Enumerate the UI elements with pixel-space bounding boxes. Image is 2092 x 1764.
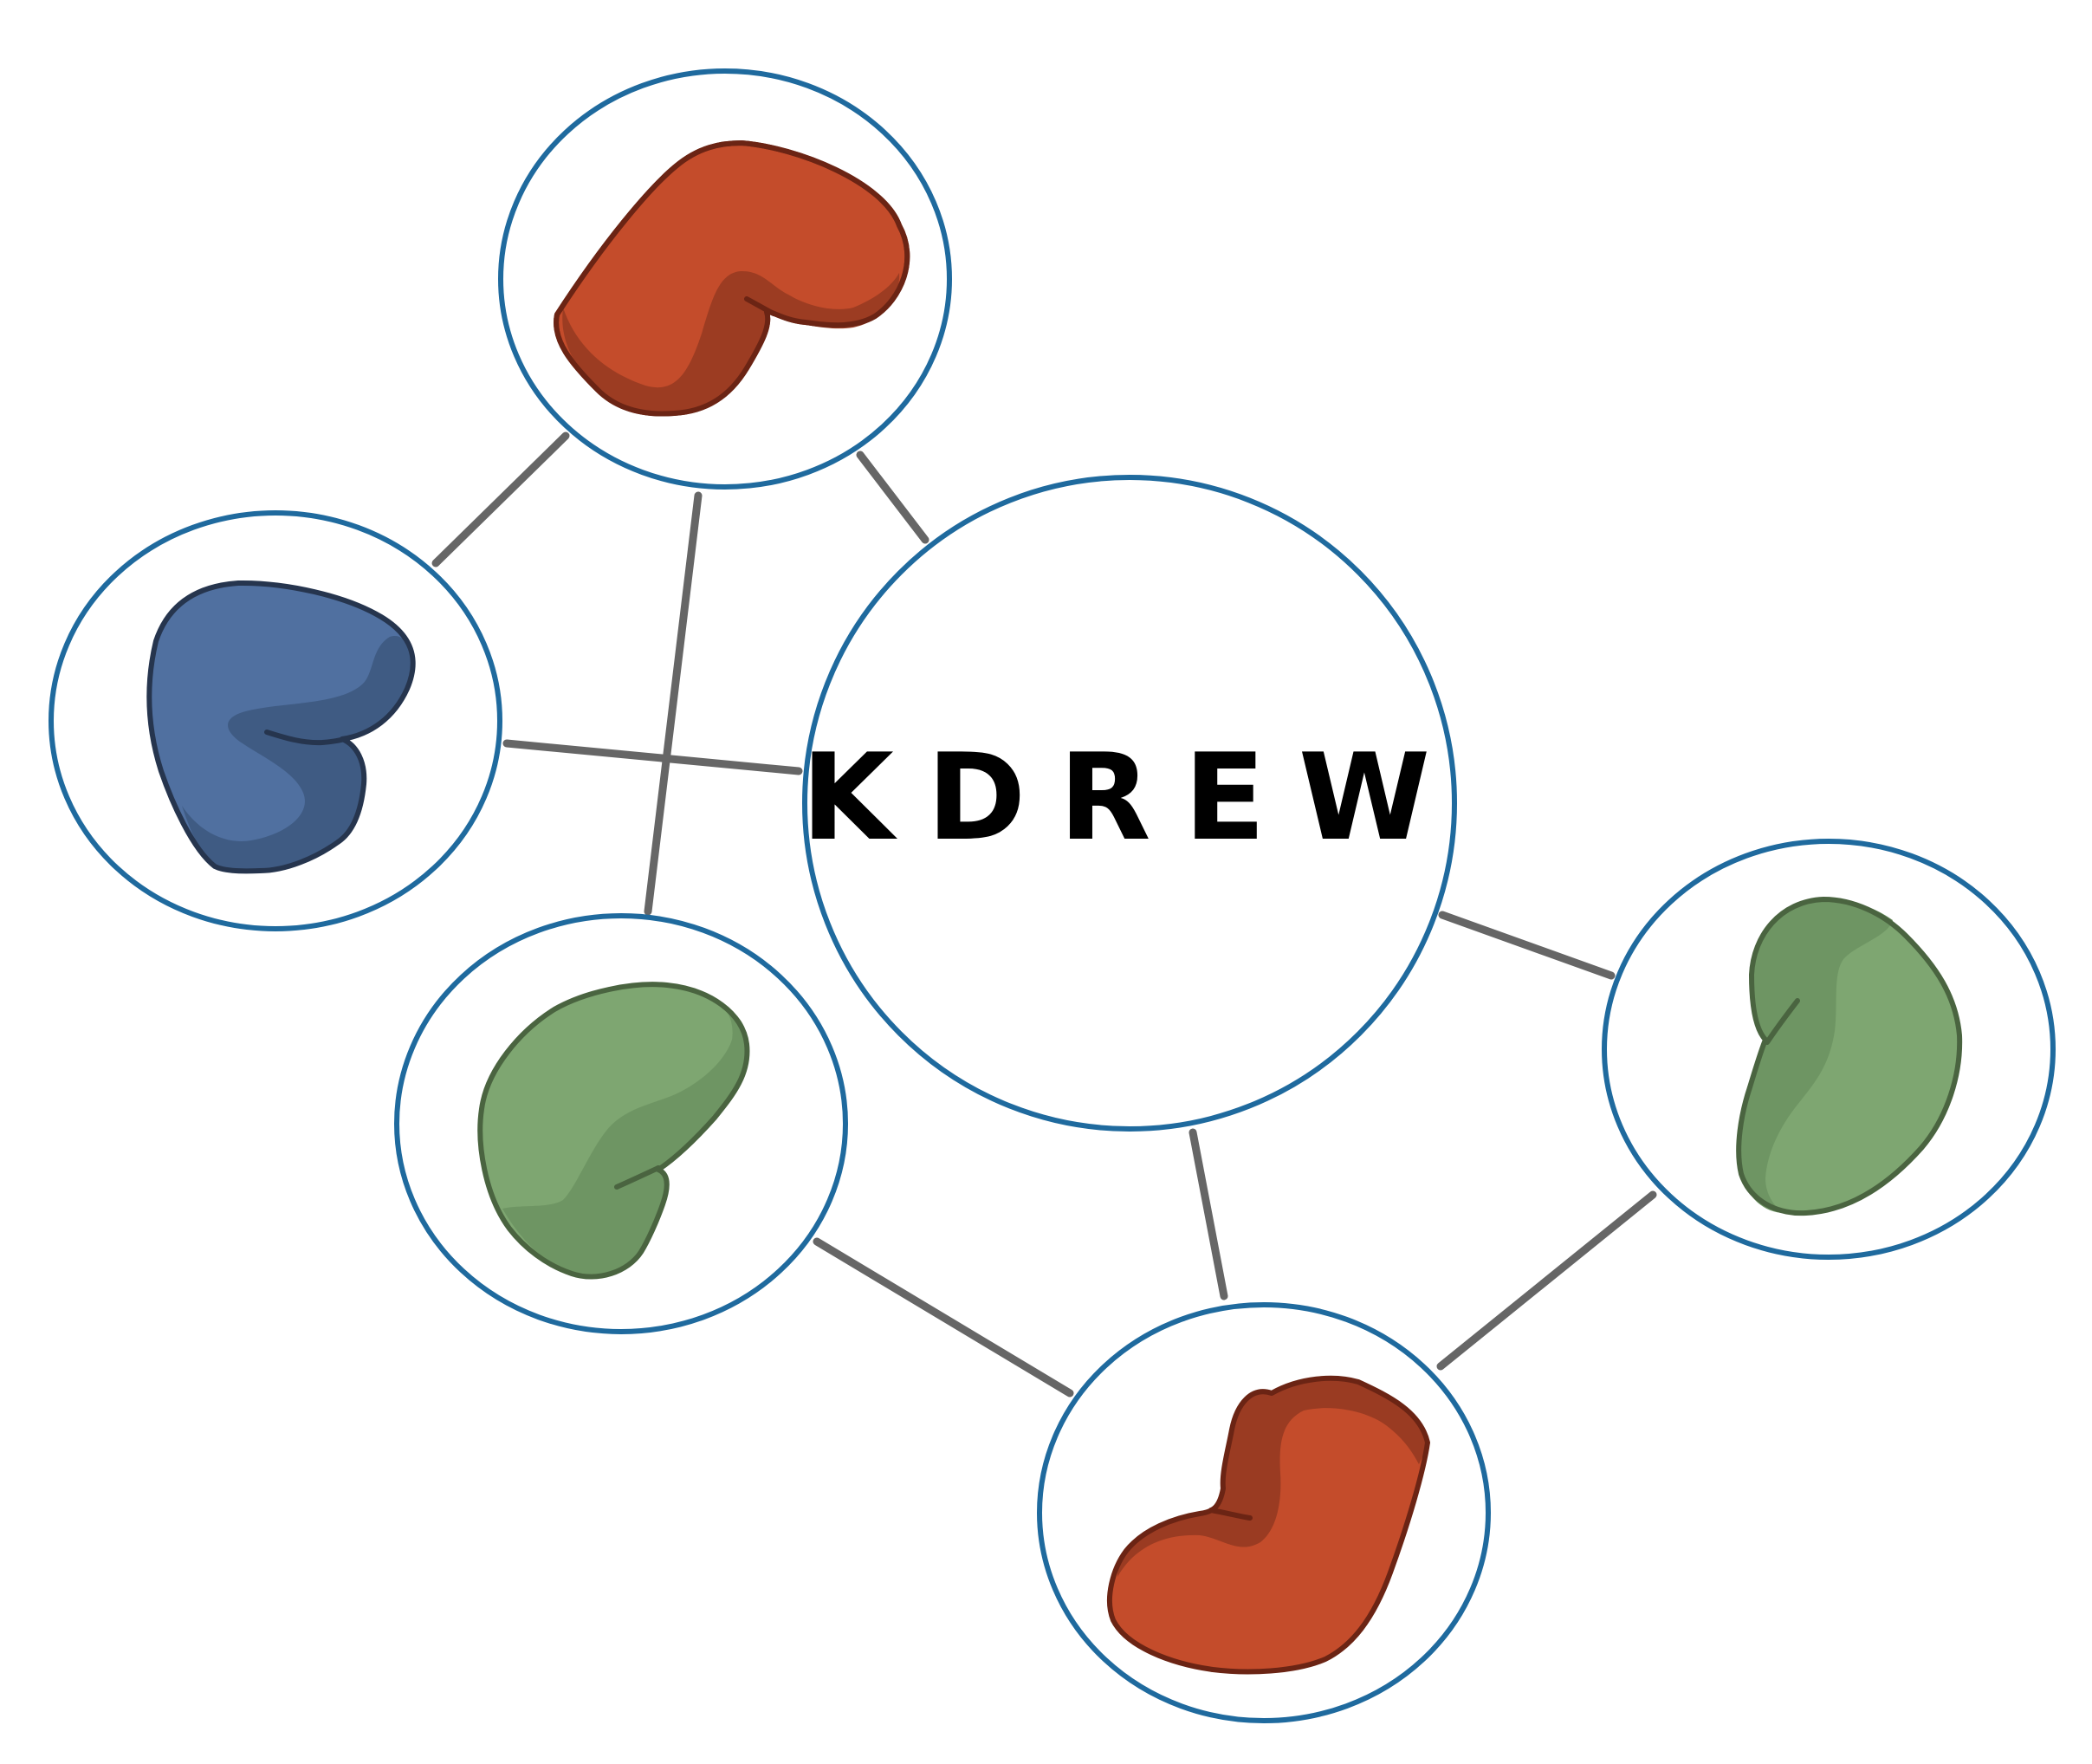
- edge-top-left: [431, 431, 570, 567]
- protein-blob-crease: [1208, 1508, 1253, 1521]
- edge-center-right: [1438, 911, 1616, 980]
- protein-node-left: [49, 510, 502, 931]
- protein-blob-crease: [744, 296, 776, 316]
- protein-blob-shade: [182, 636, 411, 872]
- protein-blob-green-icon: [477, 982, 750, 1280]
- center-node-ring: [802, 475, 1457, 1132]
- edge-middle-left-bottom: [813, 1237, 1074, 1398]
- protein-node-right: [1602, 839, 2056, 1260]
- protein-node-top: [498, 68, 952, 490]
- protein-node-bottom: [1037, 1302, 1491, 1723]
- edge-top-middle-left: [644, 491, 703, 916]
- protein-blob-crease: [1765, 998, 1800, 1045]
- edge-right-bottom: [1436, 1190, 1657, 1371]
- protein-blob-outline: [554, 140, 910, 417]
- protein-blob-shade: [1739, 899, 1893, 1213]
- protein-blob-blue-icon: [146, 580, 416, 874]
- protein-blob-outline: [1106, 1375, 1430, 1675]
- edge-center-bottom: [1188, 1128, 1228, 1300]
- protein-blob-outline: [146, 580, 416, 874]
- edge-left-center: [502, 739, 803, 775]
- protein-blob-outline: [477, 982, 750, 1280]
- edges: [431, 431, 1657, 1398]
- center-node-label: KDREW: [801, 728, 1463, 867]
- protein-blob-crease: [614, 1165, 661, 1190]
- edge-top-center: [856, 451, 929, 544]
- protein-blob-crease: [264, 730, 351, 746]
- protein-blob-shade: [1117, 1378, 1428, 1577]
- protein-blob-red-icon: [554, 140, 910, 417]
- protein-blob-shade: [502, 1003, 748, 1277]
- center-node: KDREW: [801, 475, 1463, 1132]
- protein-blob-shade: [562, 270, 900, 414]
- protein-node-middle-left: [394, 913, 848, 1334]
- protein-blob-outline: [1736, 897, 1963, 1216]
- protein-blob-green-icon: [1736, 897, 1963, 1216]
- protein-blob-red-icon: [1106, 1375, 1430, 1675]
